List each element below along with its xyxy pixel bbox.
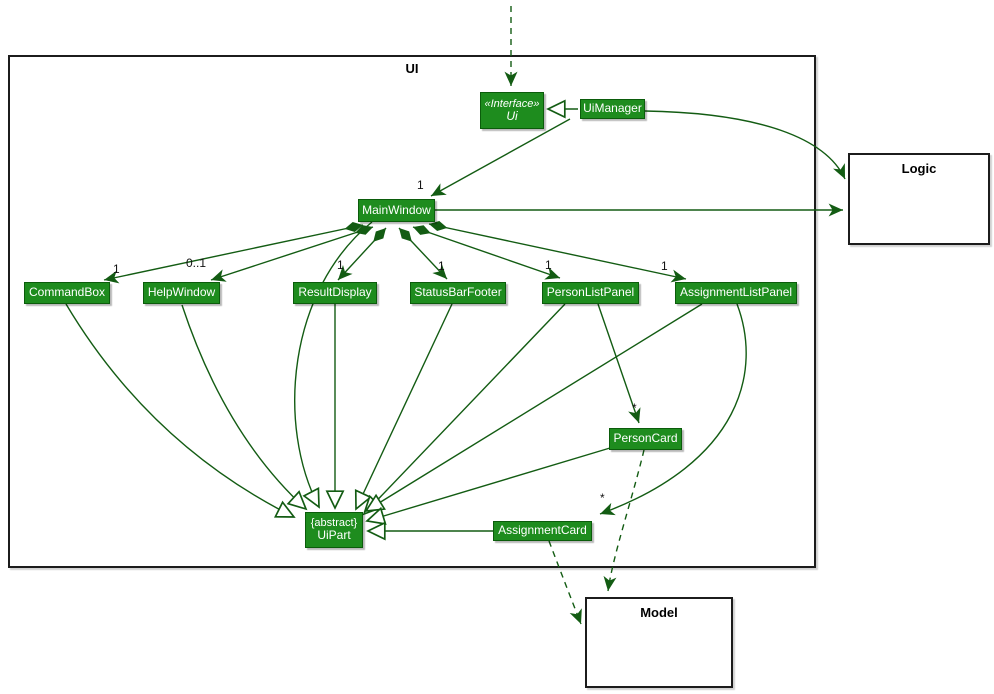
class-helpwindow: HelpWindow (143, 282, 220, 304)
logic-box: Logic (848, 153, 990, 245)
class-uimanager: UiManager (580, 99, 645, 119)
multiplicity-assignmentlistpanel: 1 (661, 259, 668, 273)
class-personcard: PersonCard (609, 428, 682, 450)
multiplicity-resultdisplay: 1 (337, 258, 344, 272)
multiplicity-mainwindow: 1 (417, 178, 424, 192)
multiplicity-helpwindow: 0..1 (186, 256, 207, 270)
class-ui-interface: «Interface» Ui (480, 92, 544, 129)
logic-title: Logic (901, 161, 937, 176)
class-personlistpanel: PersonListPanel (542, 282, 639, 304)
personlistpanel-name: PersonListPanel (546, 285, 635, 300)
class-statusbarfooter: StatusBarFooter (410, 282, 506, 304)
multiplicity-personlistpanel: 1 (545, 258, 552, 272)
class-mainwindow: MainWindow (358, 199, 435, 222)
class-resultdisplay: ResultDisplay (293, 282, 377, 304)
assignmentcard-name: AssignmentCard (498, 523, 587, 538)
commandbox-name: CommandBox (28, 285, 106, 300)
uipart-name: UiPart (317, 528, 351, 543)
resultdisplay-name: ResultDisplay (298, 285, 372, 300)
uipart-modifier: {abstract} (310, 517, 358, 530)
mainwindow-name: MainWindow (362, 202, 431, 217)
multiplicity-commandbox: 1 (113, 262, 120, 276)
class-commandbox: CommandBox (24, 282, 110, 304)
statusbarfooter-name: StatusBarFooter (414, 285, 502, 300)
uimanager-name: UiManager (583, 101, 642, 116)
assignmentlistpanel-name: AssignmentListPanel (679, 285, 793, 300)
ui-interface-stereotype: «Interface» (484, 97, 540, 110)
helpwindow-name: HelpWindow (147, 285, 216, 300)
ui-package-title: UI (405, 61, 419, 76)
class-assignmentlistpanel: AssignmentListPanel (675, 282, 797, 304)
ui-package-frame: UI (8, 55, 816, 568)
model-title: Model (640, 605, 678, 620)
class-assignmentcard: AssignmentCard (493, 521, 592, 541)
personcard-name: PersonCard (613, 431, 678, 446)
class-uipart: {abstract} UiPart (305, 512, 363, 548)
multiplicity-assignmentcard: * (600, 491, 605, 505)
ui-interface-name: Ui (506, 108, 518, 123)
model-box: Model (585, 597, 733, 688)
multiplicity-personcard: * (632, 401, 637, 415)
multiplicity-statusbarfooter: 1 (438, 259, 445, 273)
